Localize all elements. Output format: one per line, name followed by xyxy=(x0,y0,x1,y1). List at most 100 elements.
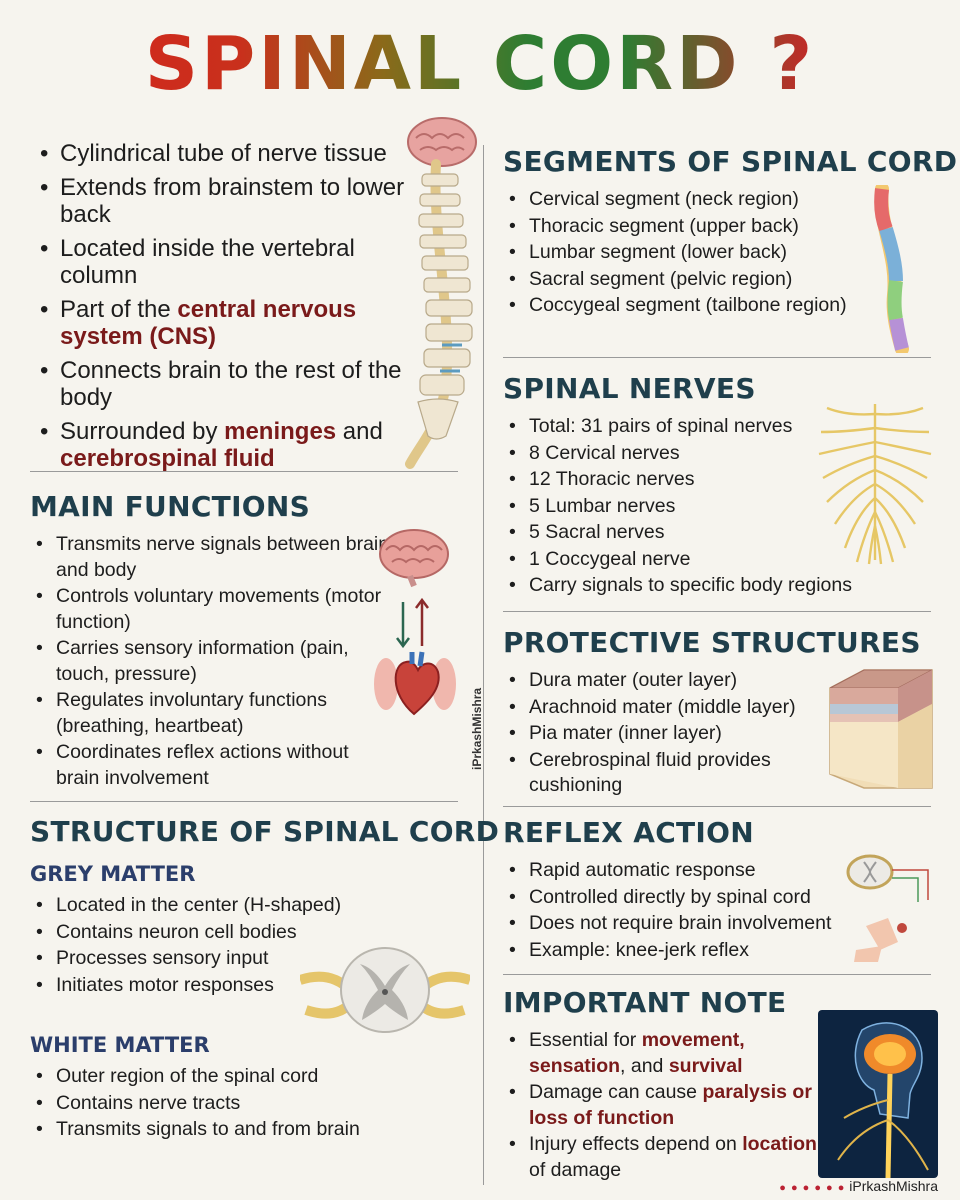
item-text: Lumbar segment (lower back) xyxy=(529,241,787,263)
list-item: Essential for movement, sensation, and s… xyxy=(503,1028,823,1079)
spine-segments-illustration xyxy=(874,185,909,353)
item-text: Initiates motor responses xyxy=(56,973,274,996)
item-text: Regulates involuntary functions (breathi… xyxy=(56,689,327,737)
item-text: Carries sensory information (pain, touch… xyxy=(56,637,349,685)
meninges-layers-illustration xyxy=(829,669,933,789)
social-icons: ● ● ● ● ● ● xyxy=(779,1182,846,1194)
credit-footer: ● ● ● ● ● ● iPrkashMishra xyxy=(779,1178,938,1194)
reflex-arc-illustration xyxy=(846,854,929,962)
brain-xray-illustration xyxy=(818,1010,938,1178)
list-item: Regulates involuntary functions (breathi… xyxy=(30,688,390,739)
item-text: Carry signals to specific body regions xyxy=(529,574,852,596)
grey-matter-list: Located in the center (H-shaped)Contains… xyxy=(30,893,470,998)
list-item: Does not require brain involvement xyxy=(503,911,943,937)
list-item: Pia mater (inner layer) xyxy=(503,721,823,747)
spine-illustration xyxy=(405,117,477,469)
item-text: Essential for xyxy=(529,1029,642,1051)
item-text: Damage can cause xyxy=(529,1081,703,1103)
list-item: Part of the central nervous system (CNS) xyxy=(34,296,414,350)
list-item: Extends from brainstem to lower back xyxy=(34,174,414,228)
item-text: Coordinates reflex actions without brain… xyxy=(56,741,349,789)
highlight-text: central nervous system (CNS) xyxy=(60,296,357,350)
item-text: Extends from brainstem to lower back xyxy=(60,174,405,228)
item-text: Part of the xyxy=(60,296,178,323)
divider-right-2 xyxy=(503,611,931,612)
intro-section: Cylindrical tube of nerve tissueExtends … xyxy=(34,140,414,479)
list-item: Damage can cause paralysis or loss of fu… xyxy=(503,1080,823,1131)
item-text: , and xyxy=(620,1054,669,1077)
item-text: 8 Cervical nerves xyxy=(529,441,680,464)
list-item: Total: 31 pairs of spinal nerves xyxy=(503,414,943,440)
segments-list: Cervical segment (neck region) Thoracic s… xyxy=(503,187,943,319)
segments-section: SEGMENTS OF SPINAL CORD Cervical segment… xyxy=(503,145,958,320)
highlight-text: meninges xyxy=(224,418,337,445)
intro-list: Cylindrical tube of nerve tissueExtends … xyxy=(34,140,414,472)
item-text: Cervical segment (neck region) xyxy=(529,188,799,210)
item-text: Surrounded by xyxy=(60,418,225,445)
item-text: Transmits nerve signals between brain an… xyxy=(56,533,390,581)
item-text: Total: 31 pairs of spinal nerves xyxy=(529,415,793,437)
item-text: Rapid automatic response xyxy=(529,859,756,881)
item-text: Contains nerve tracts xyxy=(56,1091,241,1114)
item-text: Coccygeal segment (tailbone region) xyxy=(529,294,847,316)
divider-left-2 xyxy=(30,801,458,802)
list-item: Connects brain to the rest of the body xyxy=(34,357,414,411)
highlight-text: cerebrospinal fluid xyxy=(60,445,275,472)
list-item: Controlled directly by spinal cord xyxy=(503,885,943,911)
list-item: Transmits signals to and from brain xyxy=(30,1117,470,1143)
item-text: Example: knee-jerk reflex xyxy=(529,938,750,961)
highlight-text: survival xyxy=(668,1054,743,1077)
list-item: Sacral segment (pelvic region) xyxy=(503,267,943,293)
watermark: iPrkashMishra xyxy=(470,687,484,770)
reflex-list: Rapid automatic responseControlled direc… xyxy=(503,858,943,963)
item-text: Pia mater (inner layer) xyxy=(529,722,722,744)
item-text: Outer region of the spinal cord xyxy=(56,1065,319,1087)
arrow-up-down-icon xyxy=(396,597,429,649)
spinal-nerves-illustration xyxy=(818,404,932,565)
item-text: Thoracic segment (upper back) xyxy=(529,214,799,237)
item-text: Controls voluntary movements (motor func… xyxy=(56,585,382,633)
list-item: Surrounded by meninges and cerebrospinal… xyxy=(34,418,414,472)
protective-section: PROTECTIVE STRUCTURES Dura mater (outer … xyxy=(503,626,943,800)
list-item: Located in the center (H-shaped) xyxy=(30,893,470,919)
item-text: Located in the center (H-shaped) xyxy=(56,894,342,916)
item-text: 5 Sacral nerves xyxy=(529,521,665,543)
brain-heart-illustration xyxy=(374,529,456,716)
item-text: Sacral segment (pelvic region) xyxy=(529,267,793,290)
column-divider xyxy=(483,145,484,1185)
structure-heading: STRUCTURE OF SPINAL CORD xyxy=(30,815,500,848)
list-item: Coccygeal segment (tailbone region) xyxy=(503,293,943,319)
list-item: Cerebrospinal fluid provides cushioning xyxy=(503,748,823,799)
divider-right-1 xyxy=(503,357,931,358)
functions-heading: MAIN FUNCTIONS xyxy=(30,490,311,523)
protective-list: Dura mater (outer layer) Arachnoid mater … xyxy=(503,668,823,799)
item-text: Cerebrospinal fluid provides cushioning xyxy=(529,748,771,797)
note-section: IMPORTANT NOTE Essential for movement, s… xyxy=(503,986,943,1184)
segments-heading: SEGMENTS OF SPINAL CORD xyxy=(503,145,958,178)
reflex-section: REFLEX ACTION Rapid automatic responseCo… xyxy=(503,816,943,964)
divider-right-4 xyxy=(503,974,931,975)
page-title: SPINAL CORD ? xyxy=(0,22,960,106)
item-text: Does not require brain involvement xyxy=(529,912,832,934)
list-item: Carry signals to specific body regions xyxy=(503,573,943,599)
list-item: Transmits nerve signals between brain an… xyxy=(30,532,390,583)
list-item: Arachnoid mater (middle layer) xyxy=(503,695,823,721)
item-text: Transmits signals to and from brain xyxy=(56,1118,360,1140)
divider-right-3 xyxy=(503,806,931,807)
item-text: Controlled directly by spinal cord xyxy=(529,885,811,908)
item-text: Injury effects depend on xyxy=(529,1133,743,1155)
highlight-text: movement, sensation xyxy=(529,1029,745,1077)
item-text: of damage xyxy=(529,1158,622,1181)
list-item: Cervical segment (neck region) xyxy=(503,187,943,213)
list-item: Initiates motor responses xyxy=(30,973,470,999)
item-text: 5 Lumbar nerves xyxy=(529,494,676,517)
functions-section: MAIN FUNCTIONS Transmits nerve signals b… xyxy=(30,490,390,792)
list-item: Thoracic segment (upper back) xyxy=(503,214,943,240)
list-item: Located inside the vertebral column xyxy=(34,235,414,289)
item-text: Located inside the vertebral column xyxy=(60,235,355,289)
item-text: Dura mater (outer layer) xyxy=(529,669,738,691)
list-item: Dura mater (outer layer) xyxy=(503,668,823,694)
list-item: 1 Coccygeal nerve xyxy=(503,547,943,573)
list-item: 5 Lumbar nerves xyxy=(503,494,943,520)
list-item: Lumbar segment (lower back) xyxy=(503,240,943,266)
